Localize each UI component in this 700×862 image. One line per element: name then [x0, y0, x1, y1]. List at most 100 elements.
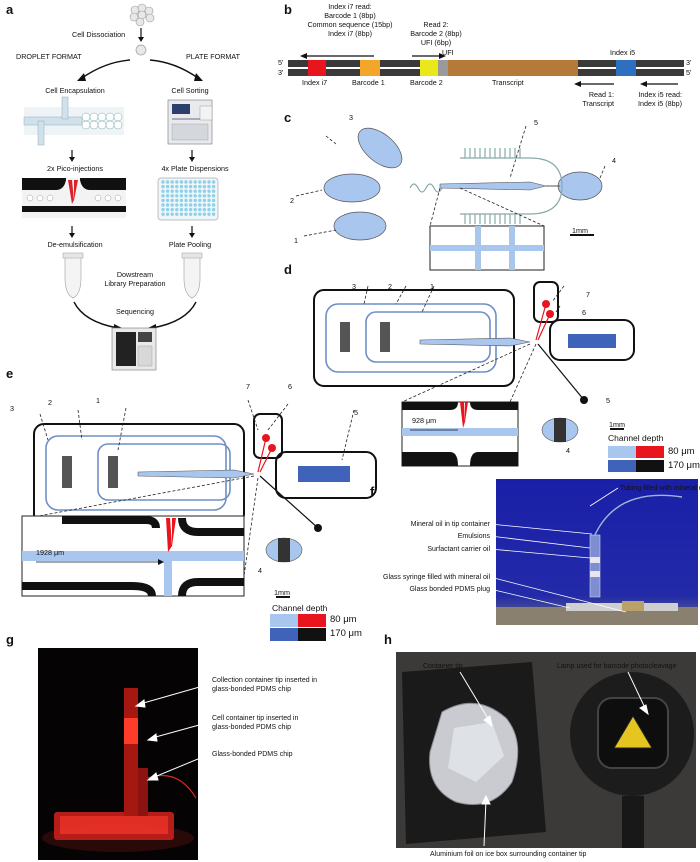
read-arrows-bottom [574, 81, 678, 87]
f-plug-label: Glass bonded PDMS plug [409, 586, 490, 593]
plate-well [179, 212, 184, 216]
plate-well [165, 207, 170, 212]
panel-label-h: h [384, 632, 392, 647]
plate-well [165, 180, 170, 184]
d-port-2: 2 [388, 282, 392, 291]
e-port-6: 6 [288, 382, 292, 391]
d-port-7: 7 [586, 290, 590, 299]
f-tubing-label: Tubing filled with mineral oil [620, 485, 700, 492]
plate-well [184, 212, 188, 216]
d-measure-label: 928 μm [412, 416, 437, 425]
plate-well [161, 184, 165, 189]
plate-well [165, 189, 170, 193]
plate-well [179, 184, 184, 189]
e-port-2: 2 [48, 398, 52, 407]
c-port-3: 3 [349, 113, 353, 122]
single-cell-icon [135, 44, 147, 56]
c-port-2: 2 [290, 196, 294, 205]
photo-h-lamp-and-foil [396, 652, 696, 848]
plate-well [175, 203, 179, 207]
panel-label-c: c [284, 110, 292, 125]
panel-label-f: f [370, 484, 375, 499]
plate-well [184, 184, 188, 189]
arrows-row2 [69, 226, 195, 238]
i7-read-line-2: Barcode 1 (8bp) [324, 11, 376, 20]
de-emulsification-label: De-emulsification [47, 240, 103, 249]
three-prime-left: 3' [278, 68, 284, 77]
plate-well [179, 180, 184, 184]
depth-170-label-d: 170 μm [668, 460, 700, 471]
f-emulsions-label: Emulsions [457, 533, 490, 540]
plate-well [179, 203, 184, 207]
plate-well [202, 207, 207, 212]
plate-well [161, 194, 165, 198]
photo-g-red-chip [38, 648, 198, 860]
plate-well [202, 189, 207, 193]
plate-well [188, 189, 193, 193]
plate-well [165, 203, 170, 207]
plate-well [211, 198, 216, 203]
g-chip-label: Glass-bonded PDMS chip [212, 751, 293, 758]
plate-well [198, 203, 202, 207]
cell-sorting-label: Cell Sorting [171, 86, 209, 95]
plate-well [211, 180, 216, 184]
plate-well [179, 194, 184, 198]
depth-80-label-e: 80 μm [330, 614, 357, 625]
d-port-6: 6 [582, 308, 586, 317]
construct-diagram [288, 60, 684, 76]
photo-f-mineral-oil-setup [496, 479, 698, 625]
plate-well [193, 194, 197, 198]
plate-well [211, 189, 216, 193]
plate-well [207, 180, 211, 184]
plate-well [193, 207, 197, 212]
read2-text: Read 2: Barcode 2 (8bp) UFI (6bp) [396, 20, 476, 47]
sequencing-label: Sequencing [116, 307, 154, 316]
c-port-5: 5 [534, 118, 538, 127]
plate-well [184, 203, 188, 207]
plate-well [165, 198, 170, 203]
channel-depth-title-e: Channel depth [272, 603, 328, 613]
plate-well [193, 189, 197, 193]
f-mineral-oil-tip-label: Mineral oil in tip container [410, 521, 490, 528]
encapsulation-chip-image [23, 96, 124, 146]
plate-well [193, 184, 197, 189]
plate-well [188, 184, 193, 189]
cell-encapsulation-label: Cell Encapsulation [45, 86, 105, 95]
plate-well [193, 180, 197, 184]
e-scale-bar [276, 596, 290, 598]
plate-well [207, 189, 211, 193]
plate-well [165, 194, 170, 198]
plate-well [175, 184, 179, 189]
d-scale-label: 1mm [609, 420, 625, 429]
well-plate-image [157, 177, 219, 221]
plate-well [170, 180, 174, 184]
i7-read-line-4: Index i7 (8bp) [328, 29, 372, 38]
plate-well [165, 184, 170, 189]
plate-well [207, 198, 211, 203]
arrow-icon [138, 28, 144, 42]
d-port-1: 1 [430, 282, 434, 291]
sequencer-image [111, 327, 157, 371]
chip-e-diagram [27, 399, 377, 591]
plate-well [211, 194, 216, 198]
g-collection-line-2: glass-bonded PDMS chip [212, 686, 291, 693]
plate-well [184, 180, 188, 184]
plate-well [211, 207, 216, 212]
f-surfactant-label: Surfactant carrier oil [427, 546, 490, 553]
plate-well [202, 184, 207, 189]
plate-well [165, 212, 170, 216]
depth-170-label-e: 170 μm [330, 628, 362, 639]
plate-well [202, 194, 207, 198]
plate-well [188, 194, 193, 198]
c-port-4: 4 [612, 156, 616, 165]
g-cell-container-line-2: glass-bonded PDMS chip [212, 724, 291, 731]
channel-depth-title-d: Channel depth [608, 433, 664, 443]
plate-well [179, 198, 184, 203]
i5-read-text: Index i5 read: Index i5 (8bp) [626, 90, 682, 108]
read-arrows-top [300, 53, 446, 59]
plate-well [170, 207, 174, 212]
three-prime-right: 3' [686, 58, 692, 67]
i5-read-line-2: Index i5 (8bp) [638, 99, 682, 108]
read1-line-2: Transcript [582, 99, 614, 108]
e-depth-170-black-swatch [298, 628, 326, 641]
